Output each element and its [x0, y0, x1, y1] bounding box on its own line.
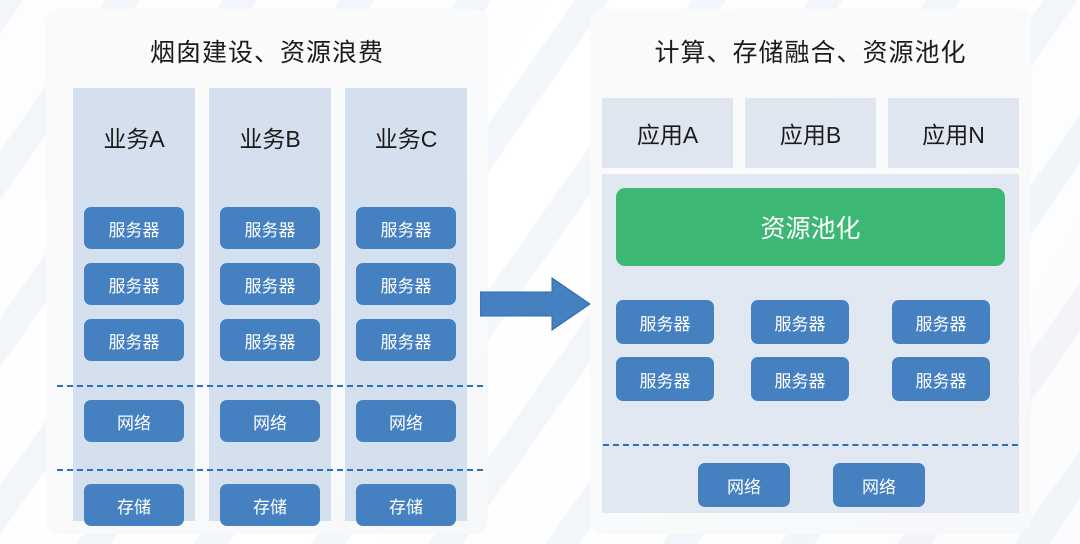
silo-column-a-header: 业务A	[103, 125, 165, 152]
right-panel-title: 计算、存储融合、资源池化	[654, 39, 967, 67]
server-chip[interactable]: 服务器	[616, 357, 714, 401]
network-chip[interactable]: 网络	[356, 400, 456, 442]
network-chip[interactable]: 网络	[833, 463, 925, 507]
network-chip[interactable]: 网络	[698, 463, 790, 507]
dashed-divider-network-storage	[57, 469, 483, 471]
right-panel-card: 计算、存储融合、资源池化 应用A 应用B 应用N 资源池化 服务器 服务器 服务…	[590, 9, 1031, 534]
silo-column-c-header: 业务C	[374, 125, 438, 152]
silo-column-c-stack: 服务器 服务器 服务器 网络 存储	[345, 185, 467, 526]
storage-chip[interactable]: 存储	[84, 484, 184, 526]
server-chip[interactable]: 服务器	[220, 263, 320, 305]
server-chip[interactable]: 服务器	[751, 300, 849, 344]
network-chip[interactable]: 网络	[84, 400, 184, 442]
resource-pool-banner[interactable]: 资源池化	[616, 188, 1005, 266]
app-box[interactable]: 应用B	[745, 98, 876, 168]
server-chip[interactable]: 服务器	[220, 319, 320, 361]
silo-column-a[interactable]: 业务A 服务器 服务器 服务器 网络 存储	[73, 88, 195, 526]
server-chip[interactable]: 服务器	[84, 263, 184, 305]
server-chip[interactable]: 服务器	[892, 300, 990, 344]
silo-column-a-stack: 服务器 服务器 服务器 网络 存储	[73, 185, 195, 526]
dashed-divider-compute-network	[57, 385, 483, 387]
server-chip[interactable]: 服务器	[356, 263, 456, 305]
left-panel-card: 烟囱建设、资源浪费 业务A 服务器 服务器 服务器 网络 存储 业务B 服务器 …	[46, 9, 488, 534]
application-row: 应用A 应用B 应用N	[602, 98, 1019, 168]
dashed-divider-compute-network	[603, 444, 1018, 446]
silo-column-b-header: 业务B	[239, 125, 301, 152]
network-chip[interactable]: 网络	[220, 400, 320, 442]
server-chip[interactable]: 服务器	[220, 207, 320, 249]
server-chip[interactable]: 服务器	[84, 207, 184, 249]
server-chip[interactable]: 服务器	[892, 357, 990, 401]
silo-column-b[interactable]: 业务B 服务器 服务器 服务器 网络 存储	[209, 88, 331, 526]
storage-chip[interactable]: 存储	[356, 484, 456, 526]
silo-column-b-stack: 服务器 服务器 服务器 网络 存储	[209, 185, 331, 526]
app-box[interactable]: 应用A	[602, 98, 733, 168]
arrow-right-icon	[479, 276, 591, 332]
server-chip[interactable]: 服务器	[356, 319, 456, 361]
storage-chip[interactable]: 存储	[220, 484, 320, 526]
silo-columns-area: 业务A 服务器 服务器 服务器 网络 存储 业务B 服务器 服务器 服务器 网络…	[57, 88, 483, 526]
server-chip[interactable]: 服务器	[84, 319, 184, 361]
resource-pool-panel: 资源池化 服务器 服务器 服务器 服务器 服务器 服务器 网络 网络	[602, 174, 1019, 513]
pooled-server-grid: 服务器 服务器 服务器 服务器 服务器 服务器	[616, 300, 1005, 418]
server-chip[interactable]: 服务器	[751, 357, 849, 401]
pooled-network-row: 网络 网络	[602, 463, 1019, 507]
server-chip[interactable]: 服务器	[356, 207, 456, 249]
silo-column-c[interactable]: 业务C 服务器 服务器 服务器 网络 存储	[345, 88, 467, 526]
app-box[interactable]: 应用N	[888, 98, 1019, 168]
server-chip[interactable]: 服务器	[616, 300, 714, 344]
left-panel-title: 烟囱建设、资源浪费	[149, 39, 384, 67]
